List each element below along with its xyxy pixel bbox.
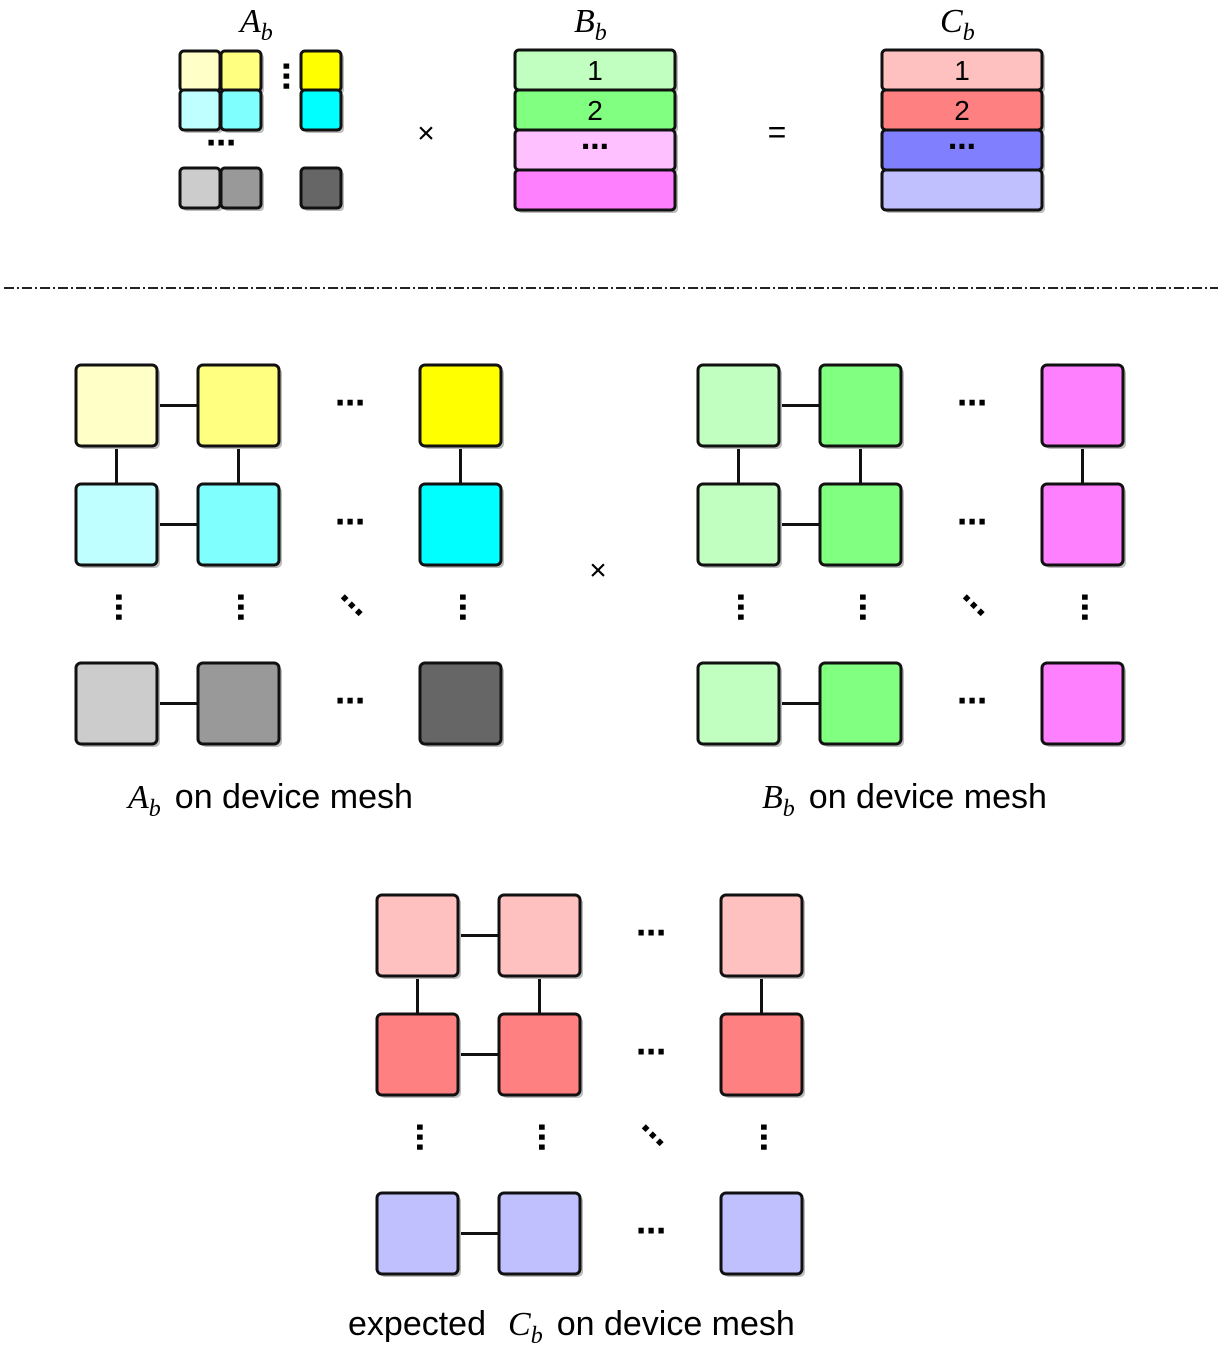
- c-mesh-vdots-c1: ⋯: [525, 1122, 558, 1152]
- a-matrix-label: Ab: [238, 3, 273, 46]
- b-mesh-device-r2-c0: [696, 661, 781, 746]
- c-mesh-device-r0-c0: [375, 893, 460, 978]
- c-mesh-vdots-c2: ⋯: [747, 1122, 780, 1152]
- a-mesh-ddots: ⋯: [329, 584, 374, 629]
- c-mesh-device-r0-c2: [719, 893, 804, 978]
- c-matrix-row-label-0: 1: [954, 55, 970, 86]
- equals-symbol: =: [768, 114, 787, 150]
- b-matrix-row-label-2: ⋯: [581, 131, 609, 162]
- a-device-mesh: ⋯ ⋯ ⋯ ⋯ ⋯ ⋯ ⋯: [74, 363, 504, 747]
- b-mesh-device-r1-c0: [696, 482, 781, 567]
- c-mesh-vdots-c0: ⋯: [403, 1122, 436, 1152]
- b-matrix-rows: 1 2 ⋯: [513, 48, 678, 213]
- times-symbol: ×: [417, 117, 435, 150]
- b-matrix-row-label-0: 1: [587, 55, 603, 86]
- a-block-r0-c0: [178, 49, 222, 93]
- b-mesh-device-r0-c1: [818, 363, 903, 448]
- c-device-mesh: ⋯ ⋯ ⋯ ⋯ ⋯ ⋯ ⋯: [375, 893, 805, 1277]
- a-block-r1-c2: [299, 88, 343, 132]
- c-mesh-device-r2-c2: [719, 1191, 804, 1276]
- b-matrix-row-label-1: 2: [587, 95, 603, 126]
- b-mesh-vdots-c0: ⋯: [724, 592, 757, 622]
- a-block-hdots: ⋯: [206, 127, 236, 160]
- a-mesh-device-r1-c1: [196, 482, 281, 567]
- b-mesh-ddots: ⋯: [951, 584, 996, 629]
- c-matrix-label: Cb: [940, 3, 975, 46]
- c-mesh-hdots-r2: ⋯: [636, 1215, 666, 1248]
- a-block-r2-c1: [219, 166, 263, 210]
- b-matrix-label: Bb: [574, 3, 607, 46]
- a-mesh-vdots-c1: ⋯: [224, 592, 257, 622]
- c-mesh-device-r1-c1: [497, 1012, 582, 1097]
- b-mesh-device-r2-c1: [818, 661, 903, 746]
- b-mesh-device-r0-c2: [1040, 363, 1125, 448]
- c-mesh-device-r1-c2: [719, 1012, 804, 1097]
- a-mesh-hdots-r2: ⋯: [335, 685, 365, 718]
- a-block-r1-c1: [219, 88, 263, 132]
- a-mesh-device-r2-c1: [196, 661, 281, 746]
- b-mesh-vdots-c1: ⋯: [846, 592, 879, 622]
- c-mesh-hdots-r0: ⋯: [636, 917, 666, 950]
- c-matrix-rows: 1 2 ⋯: [880, 48, 1045, 213]
- a-mesh-device-r0-c1: [196, 363, 281, 448]
- c-mesh-device-r2-c1: [497, 1191, 582, 1276]
- c-mesh-hdots-r1: ⋯: [636, 1036, 666, 1069]
- a-block-r1-c0: [178, 88, 222, 132]
- c-mesh-device-r1-c0: [375, 1012, 460, 1097]
- top-equation: Ab ⋯⋯ × Bb 12⋯ = Cb 12⋯: [178, 3, 1045, 213]
- b-mesh-hdots-r1: ⋯: [957, 506, 987, 539]
- a-block-r0-c2: [299, 49, 343, 93]
- a-mesh-device-r1-c2: [418, 482, 503, 567]
- b-device-mesh: ⋯ ⋯ ⋯ ⋯ ⋯ ⋯ ⋯: [696, 363, 1126, 747]
- mesh-times-symbol: ×: [589, 554, 607, 587]
- a-mesh-device-r0-c2: [418, 363, 503, 448]
- a-block-r2-c2: [299, 166, 343, 210]
- b-mesh-device-r2-c2: [1040, 661, 1125, 746]
- c-matrix-row-label-1: 2: [954, 95, 970, 126]
- b-mesh-vdots-c2: ⋯: [1068, 592, 1101, 622]
- b-matrix-row-3: [513, 168, 677, 212]
- a-mesh-vdots-c0: ⋯: [102, 592, 135, 622]
- a-block-r0-c1: [219, 49, 263, 93]
- a-mesh-hdots-r1: ⋯: [335, 506, 365, 539]
- a-mesh-hdots-r0: ⋯: [335, 387, 365, 420]
- a-mesh-device-r2-c0: [74, 661, 159, 746]
- c-mesh-device-r2-c0: [375, 1191, 460, 1276]
- c-mesh-device-r0-c1: [497, 893, 582, 978]
- b-mesh-hdots-r2: ⋯: [957, 685, 987, 718]
- a-matrix-blocks: ⋯⋯: [178, 49, 344, 211]
- a-block-r2-c0: [178, 166, 222, 210]
- c-mesh-ddots: ⋯: [630, 1114, 675, 1159]
- b-mesh-device-r0-c0: [696, 363, 781, 448]
- a-mesh-vdots-c2: ⋯: [446, 592, 479, 622]
- b-mesh-hdots-r0: ⋯: [957, 387, 987, 420]
- a-block-vdots-1: ⋯: [269, 61, 302, 91]
- b-mesh-device-r1-c1: [818, 482, 903, 567]
- a-mesh-device-r0-c0: [74, 363, 159, 448]
- a-mesh-device-r2-c2: [418, 661, 503, 746]
- b-mesh-device-r1-c2: [1040, 482, 1125, 567]
- c-matrix-row-3: [880, 168, 1044, 212]
- c-matrix-row-label-2: ⋯: [948, 131, 976, 162]
- a-mesh-device-r1-c0: [74, 482, 159, 567]
